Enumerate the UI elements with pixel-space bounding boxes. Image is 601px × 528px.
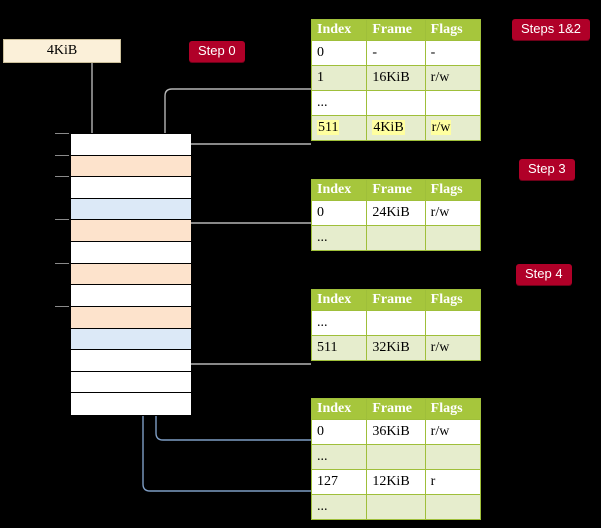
cell-flags — [424, 494, 482, 520]
cell-frame: 32KiB — [366, 335, 426, 361]
cell-flags — [424, 90, 482, 116]
cell-frame: - — [366, 40, 426, 66]
cell-flags: r/w — [424, 419, 482, 445]
memory-frame-row — [71, 134, 191, 156]
cell-index: 127 — [310, 469, 368, 495]
memory-frame-row — [71, 285, 191, 307]
memory-frame-row — [71, 242, 191, 264]
cell-index: ... — [310, 444, 368, 470]
cell-flags: r/w — [424, 335, 482, 361]
cell-index: 1 — [310, 65, 368, 91]
wire-t1-row511 — [177, 143, 311, 156]
column-header-index: Index — [310, 398, 368, 420]
memory-frame-row — [71, 350, 191, 372]
cell-index: 0 — [310, 419, 368, 445]
cell-index: 511 — [310, 115, 368, 141]
memory-frame-row — [71, 371, 191, 394]
table-row[interactable]: 0-- — [310, 40, 482, 66]
source-frame-box: 4KiB — [3, 39, 121, 63]
memory-frame-row — [71, 177, 191, 199]
memory-frame-row — [71, 198, 191, 221]
cell-flags: r/w — [424, 115, 482, 141]
memory-row-tick — [55, 305, 69, 307]
highlighted-value: 4KiB — [372, 120, 405, 135]
memory-row-tick — [55, 219, 69, 221]
column-header-index: Index — [310, 179, 368, 201]
step-badge-step0: Step 0 — [189, 41, 245, 63]
memory-row-tick — [55, 133, 69, 134]
column-header-frame: Frame — [366, 19, 426, 41]
memory-frame-row — [71, 393, 191, 415]
memory-row-tick — [55, 154, 69, 156]
column-header-flags: Flags — [424, 179, 482, 201]
table-row[interactable]: ... — [310, 90, 482, 116]
cell-frame: 24KiB — [366, 200, 426, 226]
cell-index: 511 — [310, 335, 368, 361]
column-header-frame: Frame — [366, 179, 426, 201]
cell-index: 0 — [310, 40, 368, 66]
highlighted-value: 511 — [317, 120, 340, 135]
table-row[interactable]: 511 4KiB r/w — [310, 115, 482, 141]
table-row[interactable]: ... — [310, 225, 482, 251]
memory-frame-row — [71, 306, 191, 329]
cell-frame: 36KiB — [366, 419, 426, 445]
physical-memory-column — [70, 133, 191, 416]
cell-frame — [366, 444, 426, 470]
table-row[interactable]: ... — [310, 494, 482, 520]
cell-frame: 4KiB — [366, 115, 426, 141]
cell-index: 0 — [310, 200, 368, 226]
table-row[interactable]: ... — [310, 444, 482, 470]
cell-index: ... — [310, 90, 368, 116]
cell-index: ... — [310, 225, 368, 251]
source-frame-label: 4KiB — [46, 43, 78, 58]
memory-frame-row — [71, 220, 191, 243]
step-badge-step4: Step 4 — [516, 264, 572, 286]
cell-flags: - — [424, 40, 482, 66]
cell-frame: 16KiB — [366, 65, 426, 91]
column-header-flags: Flags — [424, 398, 482, 420]
column-header-frame: Frame — [366, 398, 426, 420]
cell-frame — [366, 225, 426, 251]
table-row[interactable]: ... — [310, 310, 482, 336]
column-header-flags: Flags — [424, 289, 482, 311]
step-badge-steps12: Steps 1&2 — [512, 19, 590, 41]
memory-row-tick — [55, 262, 69, 264]
cell-flags — [424, 444, 482, 470]
cell-flags: r/w — [424, 65, 482, 91]
cell-flags — [424, 225, 482, 251]
highlighted-value: r/w — [430, 120, 452, 135]
cell-flags — [424, 310, 482, 336]
cell-index: ... — [310, 310, 368, 336]
wire-t2-row0 — [177, 222, 311, 258]
memory-row-tick — [55, 176, 69, 178]
column-header-index: Index — [310, 289, 368, 311]
column-header-index: Index — [310, 19, 368, 41]
memory-frame-row — [71, 263, 191, 286]
column-header-flags: Flags — [424, 19, 482, 41]
cell-flags: r — [424, 469, 482, 495]
cell-frame — [366, 310, 426, 336]
cell-frame — [366, 494, 426, 520]
memory-frame-row — [71, 328, 191, 351]
cell-flags: r/w — [424, 200, 482, 226]
cell-index: ... — [310, 494, 368, 520]
memory-frame-row — [71, 155, 191, 178]
cell-frame — [366, 90, 426, 116]
column-header-frame: Frame — [366, 289, 426, 311]
cell-frame: 12KiB — [366, 469, 426, 495]
step-badge-step3: Step 3 — [519, 159, 575, 181]
